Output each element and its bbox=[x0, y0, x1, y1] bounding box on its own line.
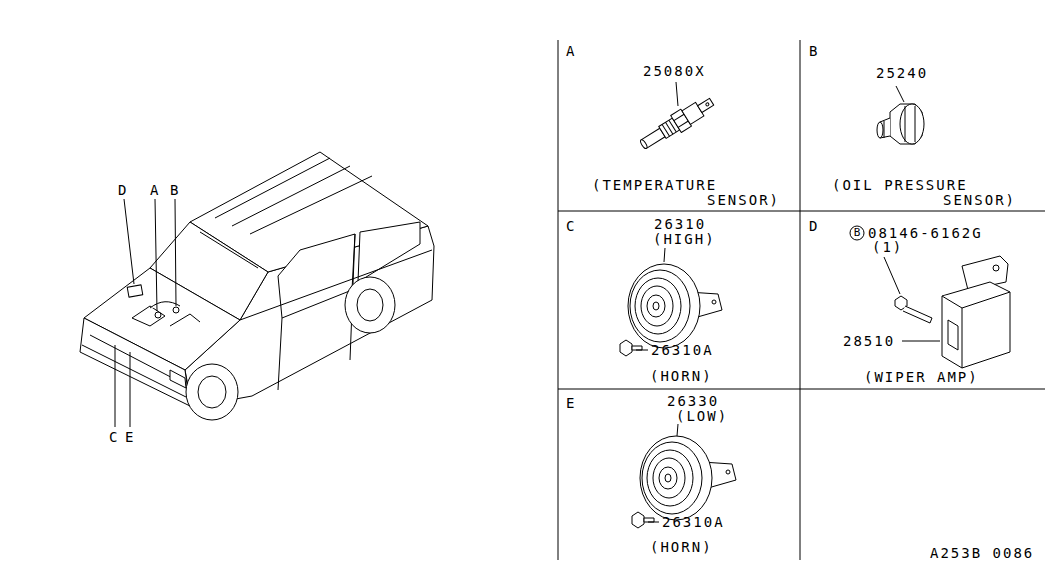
panel-letter: D bbox=[809, 219, 819, 234]
part-number: 25080X bbox=[643, 64, 706, 79]
panel: B D 08146-6162G(1) 28510 (WIPER AMP) bbox=[800, 211, 1045, 389]
part-number: 26310A bbox=[651, 343, 714, 358]
part-number: 26330 bbox=[667, 394, 719, 409]
part-caption: (WIPER AMP) bbox=[864, 370, 979, 385]
part-caption: (OIL PRESSURE SENSOR) bbox=[832, 178, 1016, 208]
panel: C 26310(HIGH) 26310A (HORN) bbox=[558, 211, 800, 389]
panel-letter: B bbox=[809, 44, 819, 59]
quantity: (1) bbox=[872, 240, 903, 255]
panel: A 25080X (TEMPERATURE SENSOR) bbox=[558, 40, 800, 211]
leader-line bbox=[648, 522, 659, 523]
part-number: 26310 bbox=[654, 217, 706, 232]
drawing-code: A253B 0086 bbox=[930, 546, 1034, 561]
callout-letter: A bbox=[150, 183, 160, 198]
leader-line bbox=[884, 257, 900, 294]
leader-line bbox=[902, 341, 940, 342]
leader-line bbox=[896, 86, 904, 102]
panel-grid bbox=[558, 40, 1045, 560]
part-number: 08146-6162G bbox=[868, 226, 983, 241]
panel-letter: A bbox=[566, 44, 576, 59]
callout-letter: E bbox=[125, 430, 135, 445]
leader-line bbox=[677, 424, 678, 436]
circle-letter: B bbox=[849, 225, 865, 241]
part-number: 25240 bbox=[876, 66, 928, 81]
callout-letter: D bbox=[118, 183, 128, 198]
leader-lines bbox=[115, 199, 176, 427]
vehicle-drawing bbox=[80, 152, 434, 420]
part-caption: (HORN) bbox=[650, 540, 713, 555]
oil-pressure-sensor bbox=[877, 104, 924, 144]
leader-line bbox=[676, 82, 678, 106]
wiper-amp bbox=[895, 256, 1010, 368]
part-number: 26310A bbox=[662, 515, 725, 530]
leader-line bbox=[636, 350, 648, 351]
panel-letter: E bbox=[566, 396, 576, 411]
callout-letter: C bbox=[109, 430, 119, 445]
part-note: (HIGH) bbox=[653, 232, 716, 247]
circled-letter: B bbox=[849, 225, 865, 241]
panel-letter: C bbox=[566, 219, 576, 234]
part-number: 28510 bbox=[843, 334, 895, 349]
part-caption: (HORN) bbox=[650, 369, 713, 384]
part-caption: (TEMPERATURE SENSOR) bbox=[592, 178, 780, 208]
temperature-sensor bbox=[637, 93, 717, 153]
leader-line bbox=[664, 248, 665, 262]
panel: E 26330(LOW) 26310A (HORN) bbox=[558, 389, 800, 560]
part-note: (LOW) bbox=[676, 409, 728, 424]
callout-letter: B bbox=[170, 183, 180, 198]
panel: B 25240 (OIL PRESSURE SENSOR) bbox=[800, 40, 1045, 211]
